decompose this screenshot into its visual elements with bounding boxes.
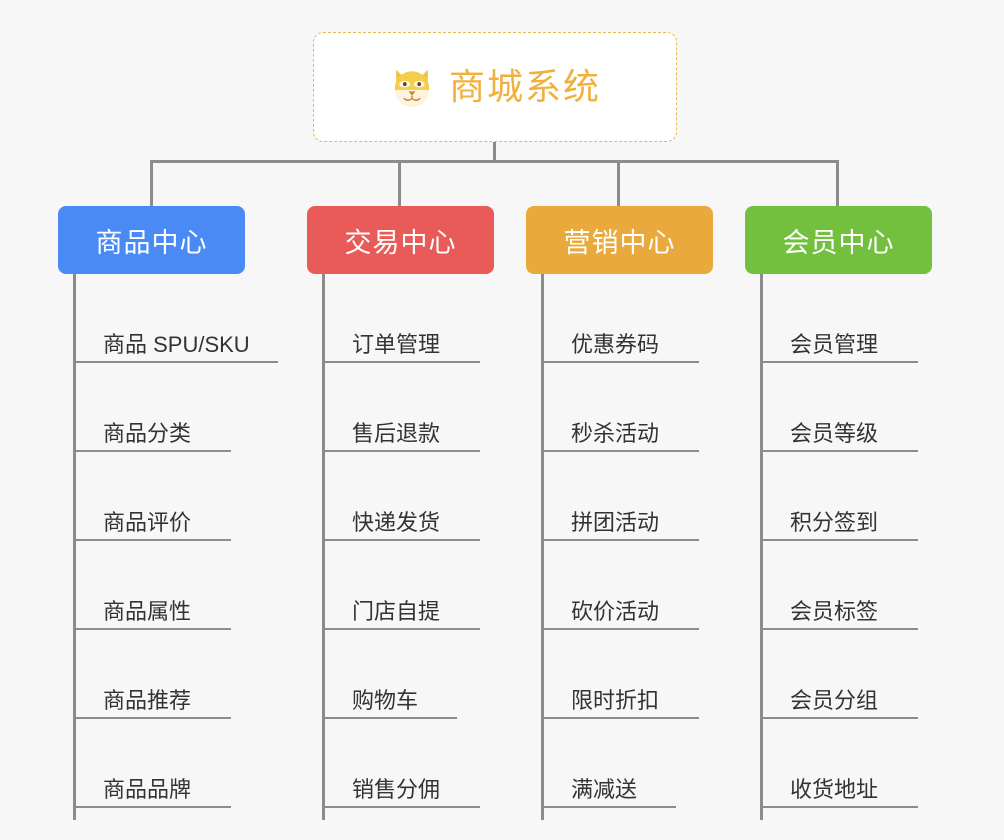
leaf-label: 售后退款 — [352, 420, 441, 446]
leaf-item[interactable]: 商品属性 — [73, 541, 231, 630]
leaf-label: 收货地址 — [790, 776, 879, 802]
branch-spine-1 — [73, 274, 76, 820]
leaf-item[interactable]: 商品品牌 — [73, 719, 231, 808]
leaf-label: 门店自提 — [352, 598, 441, 624]
leaf-item[interactable]: 砍价活动 — [541, 541, 699, 630]
leaf-label: 购物车 — [352, 687, 419, 713]
leaf-label: 拼团活动 — [571, 509, 660, 535]
leaf-item[interactable]: 收货地址 — [760, 719, 918, 808]
leaf-label: 销售分佣 — [352, 776, 441, 802]
leaf-item[interactable]: 积分签到 — [760, 452, 918, 541]
leaf-label: 快递发货 — [352, 509, 441, 535]
leaf-item[interactable]: 商品推荐 — [73, 630, 231, 719]
leaf-label: 秒杀活动 — [571, 420, 660, 446]
category-header-4[interactable]: 会员中心 — [745, 206, 932, 274]
leaf-label: 优惠券码 — [571, 331, 660, 357]
root-title: 商城系统 — [448, 66, 601, 107]
leaf-label: 限时折扣 — [571, 687, 660, 713]
leaf-item[interactable]: 会员管理 — [760, 274, 918, 363]
dog-face-icon — [394, 69, 430, 108]
leaf-item[interactable]: 会员分组 — [760, 630, 918, 719]
leaf-item[interactable]: 会员标签 — [760, 541, 918, 630]
leaf-item[interactable]: 拼团活动 — [541, 452, 699, 541]
leaf-label: 满减送 — [571, 776, 638, 802]
leaf-item[interactable]: 购物车 — [322, 630, 457, 719]
leaf-item[interactable]: 满减送 — [541, 719, 676, 808]
leaf-item[interactable]: 会员等级 — [760, 363, 918, 452]
leaf-item[interactable]: 秒杀活动 — [541, 363, 699, 452]
leaf-item[interactable]: 销售分佣 — [322, 719, 480, 808]
drop-line-3 — [617, 160, 620, 206]
root-node[interactable]: 商城系统 — [313, 32, 677, 142]
branch-spine-2 — [322, 274, 325, 820]
drop-line-4 — [836, 160, 839, 206]
category-header-3[interactable]: 营销中心 — [526, 206, 713, 274]
leaf-item[interactable]: 快递发货 — [322, 452, 480, 541]
leaf-label: 会员分组 — [790, 687, 879, 713]
leaf-label: 砍价活动 — [571, 598, 660, 624]
leaf-label: 会员管理 — [790, 331, 879, 357]
category-header-1[interactable]: 商品中心 — [58, 206, 245, 274]
category-label-2: 交易中心 — [344, 227, 457, 258]
leaf-item[interactable]: 商品分类 — [73, 363, 231, 452]
leaf-label: 订单管理 — [352, 331, 441, 357]
leaf-item[interactable]: 门店自提 — [322, 541, 480, 630]
trunk-line — [493, 142, 496, 163]
drop-line-1 — [150, 160, 153, 206]
category-header-2[interactable]: 交易中心 — [307, 206, 494, 274]
leaf-item[interactable]: 限时折扣 — [541, 630, 699, 719]
leaf-label: 商品评价 — [103, 509, 192, 535]
leaf-label: 商品推荐 — [103, 687, 192, 713]
branch-spine-3 — [541, 274, 544, 820]
leaf-item[interactable]: 优惠券码 — [541, 274, 699, 363]
category-label-3: 营销中心 — [563, 227, 676, 258]
leaf-item[interactable]: 商品评价 — [73, 452, 231, 541]
leaf-label: 商品属性 — [103, 598, 192, 624]
leaf-item[interactable]: 商品 SPU/SKU — [73, 274, 278, 363]
leaf-label: 商品 SPU/SKU — [103, 331, 250, 357]
leaf-label: 商品品牌 — [103, 776, 192, 802]
leaf-label: 积分签到 — [790, 509, 879, 535]
leaf-item[interactable]: 售后退款 — [322, 363, 480, 452]
branch-spine-4 — [760, 274, 763, 820]
drop-line-2 — [398, 160, 401, 206]
category-label-4: 会员中心 — [782, 227, 895, 258]
leaf-item[interactable]: 订单管理 — [322, 274, 480, 363]
leaf-label: 会员等级 — [790, 420, 879, 446]
distribution-bar — [150, 160, 839, 163]
leaf-label: 商品分类 — [103, 420, 192, 446]
category-label-1: 商品中心 — [95, 227, 208, 258]
leaf-label: 会员标签 — [790, 598, 879, 624]
